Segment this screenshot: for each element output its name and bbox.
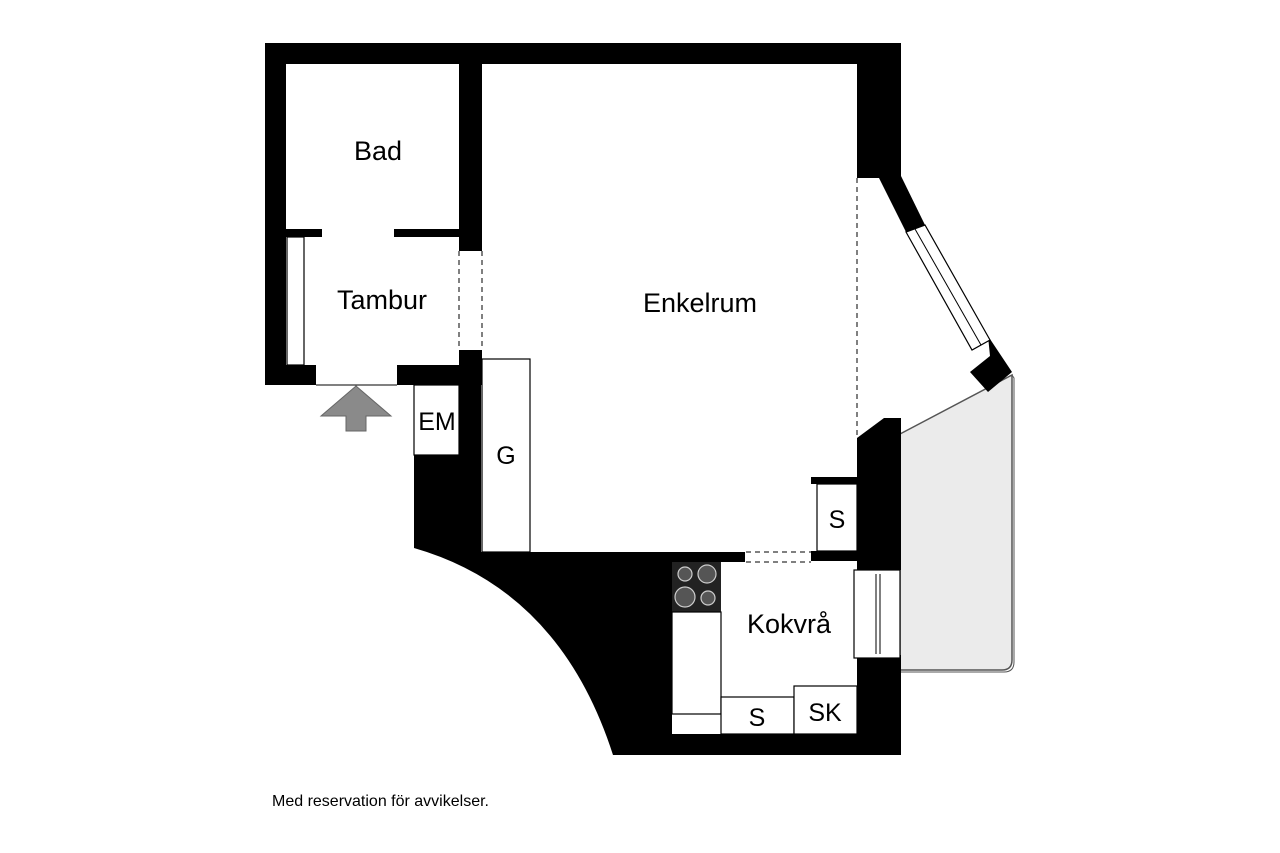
s-upper-label: S: [829, 506, 846, 534]
stove-burner-3: [674, 586, 696, 608]
wall-curved: [414, 384, 745, 755]
wall-bad-tambur-right: [394, 229, 460, 237]
s-lower-label: S: [749, 704, 766, 732]
kitchen-counter: [671, 611, 722, 715]
balcony: [899, 373, 1013, 671]
wall-tambur-bottom-right: [397, 365, 482, 385]
room-label-bad: Bad: [354, 136, 402, 166]
sk-label: SK: [808, 699, 842, 727]
balcony-railing: [900, 374, 1015, 673]
wall-bad-enkelrum: [459, 43, 482, 251]
stove-burner-2: [697, 564, 717, 584]
wall-bad-tambur-left: [286, 229, 322, 237]
em-label: EM: [418, 408, 456, 436]
room-label-kokvra: Kokvrå: [747, 609, 832, 639]
wall-top: [265, 43, 901, 64]
wall-bay-upper: [878, 176, 925, 232]
g-label: G: [496, 442, 515, 470]
sk-cabinet: [793, 685, 858, 735]
wall-right-middle: [857, 418, 901, 570]
kitchen-window: [853, 569, 901, 659]
stove-burner-1: [677, 566, 693, 582]
tambur-closet: [286, 236, 305, 366]
wall-closet-bottom: [811, 551, 859, 561]
wall-left: [265, 43, 286, 385]
bay-window-pane: [914, 228, 982, 346]
disclaimer-text: Med reservation för avvikelser.: [272, 793, 489, 810]
g-wardrobe: [481, 358, 531, 553]
room-label-enkelrum: Enkelrum: [643, 288, 757, 318]
s-closet-upper: [816, 483, 858, 552]
wall-bottom: [613, 734, 901, 755]
wall-tambur-bottom-left: [265, 365, 316, 385]
room-label-tambur: Tambur: [337, 285, 427, 315]
stove-burner-4: [700, 590, 716, 606]
em-box: [413, 384, 460, 456]
entrance-arrow-icon: [319, 385, 393, 432]
wall-bay-lower: [970, 336, 1012, 392]
wall-closet-top: [811, 477, 859, 484]
wall-right-upper: [857, 43, 901, 178]
